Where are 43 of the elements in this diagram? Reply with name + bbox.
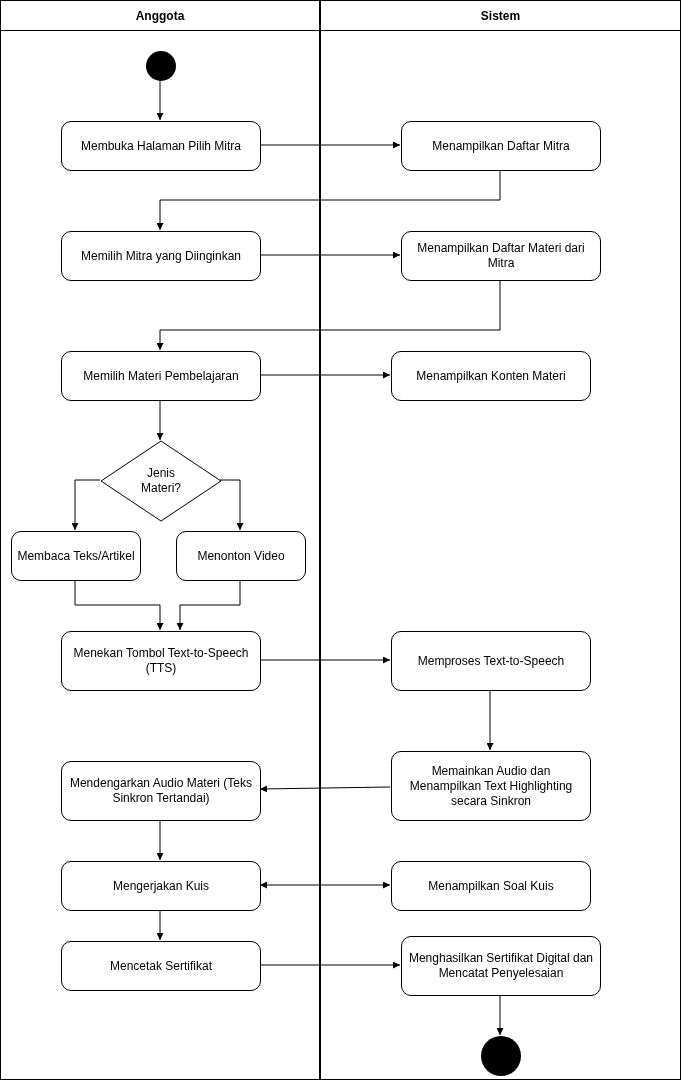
- activity-box: Membaca Teks/Artikel: [11, 531, 141, 581]
- arrow: [219, 479, 244, 531]
- activity-box: Menampilkan Konten Materi: [391, 351, 591, 401]
- lane-title: Sistem: [480, 8, 521, 23]
- decision-label: Jenis Materi?: [140, 466, 182, 496]
- arrow: [156, 909, 164, 941]
- arrow: [259, 656, 391, 664]
- arrow: [156, 819, 164, 861]
- arrow: [259, 785, 391, 793]
- activity-box: Membuka Halaman Pilih Mitra: [61, 121, 261, 171]
- arrow: [156, 279, 501, 351]
- end-node: [481, 1036, 521, 1076]
- activity-box: Menghasilkan Sertifikat Digital dan Mencatat Penyelesaian: [401, 936, 601, 996]
- lane-title: Anggota: [135, 8, 185, 23]
- arrow: [486, 689, 494, 751]
- arrow: [259, 141, 401, 149]
- activity-box: Menampilkan Daftar Mitra: [401, 121, 601, 171]
- arrow: [74, 579, 164, 631]
- arrow: [496, 994, 504, 1036]
- activity-box: Mencetak Sertifikat: [61, 941, 261, 991]
- activity-box: Menonton Video: [176, 531, 306, 581]
- activity-box: Menampilkan Soal Kuis: [391, 861, 591, 911]
- activity-box: Menampilkan Daftar Materi dari Mitra: [401, 231, 601, 281]
- decision-diamond: [101, 441, 221, 521]
- activity-box: Mengerjakan Kuis: [61, 861, 261, 911]
- start-node: [146, 51, 176, 81]
- activity-box: Menekan Tombol Text-to-Speech (TTS): [61, 631, 261, 691]
- arrow: [156, 169, 501, 231]
- arrow: [176, 579, 241, 631]
- activity-box: Memproses Text-to-Speech: [391, 631, 591, 691]
- activity-box: Memainkan Audio dan Menampilkan Text Highlighting secara Sinkron: [391, 751, 591, 821]
- arrow: [71, 479, 101, 531]
- arrow: [259, 881, 391, 889]
- activity-box: Memilih Materi Pembelajaran: [61, 351, 261, 401]
- arrow: [156, 79, 164, 121]
- arrow: [156, 399, 164, 441]
- arrow: [259, 251, 401, 259]
- arrow: [259, 961, 401, 969]
- swimlane: [0, 0, 320, 1080]
- activity-box: Memilih Mitra yang Diinginkan: [61, 231, 261, 281]
- swimlane: [320, 0, 681, 1080]
- activity-box: Mendengarkan Audio Materi (Teks Sinkron Tertandai): [61, 761, 261, 821]
- arrow: [259, 371, 391, 379]
